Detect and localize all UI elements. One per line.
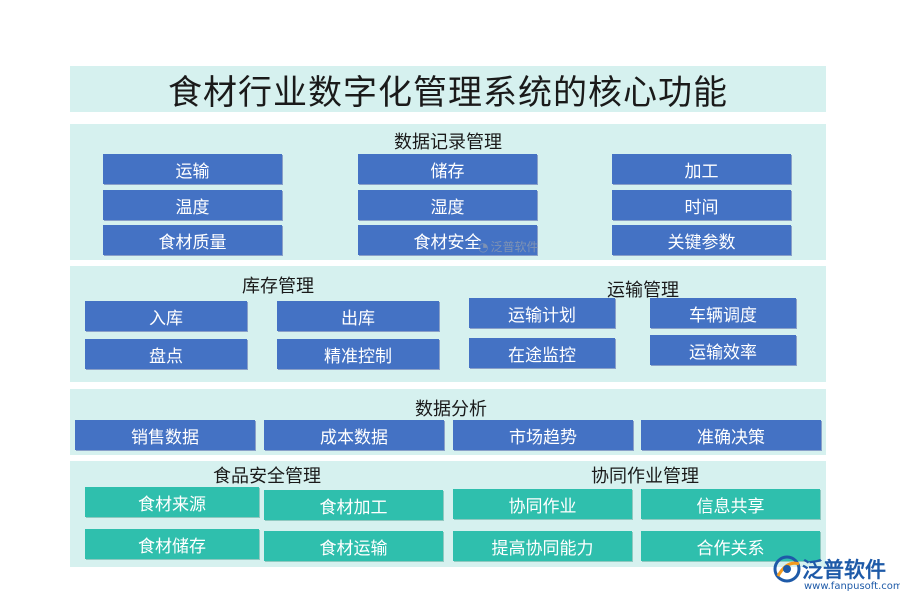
inventory-box-check: 盘点: [85, 339, 247, 369]
transport-box-dispatch: 车辆调度: [650, 298, 796, 328]
watermark-logo-icon: ◔: [478, 239, 489, 254]
logo-name: 泛普软件: [802, 558, 886, 582]
analysis-box-sales: 销售数据: [75, 420, 255, 450]
record-box-key-params: 关键参数: [612, 225, 791, 255]
record-box-safety: 食材安全: [358, 225, 537, 255]
record-box-humidity: 湿度: [358, 190, 537, 220]
inventory-box-control: 精准控制: [277, 339, 439, 369]
record-box-processing: 加工: [612, 154, 791, 184]
logo-url: www.fanpusoft.com: [804, 581, 900, 592]
collab-box-info-sharing: 信息共享: [641, 489, 820, 519]
analysis-box-cost: 成本数据: [264, 420, 444, 450]
collab-box-operations: 协同作业: [453, 489, 632, 519]
inventory-box-out: 出库: [277, 301, 439, 331]
record-box-storage: 储存: [358, 154, 537, 184]
record-box-transport: 运输: [103, 154, 282, 184]
collab-box-capability: 提高协同能力: [453, 531, 632, 561]
record-box-temperature: 温度: [103, 190, 282, 220]
title-bar: 食材行业数字化管理系统的核心功能: [70, 66, 826, 113]
transport-box-monitor: 在途监控: [469, 338, 615, 368]
safety-box-storage: 食材储存: [85, 529, 259, 559]
analysis-box-decision: 准确决策: [641, 420, 821, 450]
food-safety-title: 食品安全管理: [213, 466, 321, 487]
records-title: 数据记录管理: [394, 132, 502, 153]
record-box-quality: 食材质量: [103, 225, 282, 255]
transport-box-efficiency: 运输效率: [650, 335, 796, 365]
brand-logo: 泛普软件 www.fanpusoft.com: [770, 552, 900, 596]
watermark-text: 泛普软件: [490, 240, 539, 254]
fanpu-logo-icon: [773, 555, 801, 583]
safety-box-processing: 食材加工: [264, 490, 443, 520]
record-box-time: 时间: [612, 190, 791, 220]
safety-box-transport: 食材运输: [264, 531, 443, 561]
analysis-box-trend: 市场趋势: [453, 420, 633, 450]
inventory-title: 库存管理: [242, 276, 314, 297]
collab-title: 协同作业管理: [591, 466, 699, 487]
transport-box-plan: 运输计划: [469, 298, 615, 328]
page-title: 食材行业数字化管理系统的核心功能: [168, 72, 728, 113]
transport-title: 运输管理: [607, 280, 679, 301]
safety-box-source: 食材来源: [85, 487, 259, 517]
center-watermark: ◔ 泛普软件: [478, 238, 539, 255]
inventory-box-in: 入库: [85, 301, 247, 331]
analysis-title: 数据分析: [415, 399, 487, 420]
